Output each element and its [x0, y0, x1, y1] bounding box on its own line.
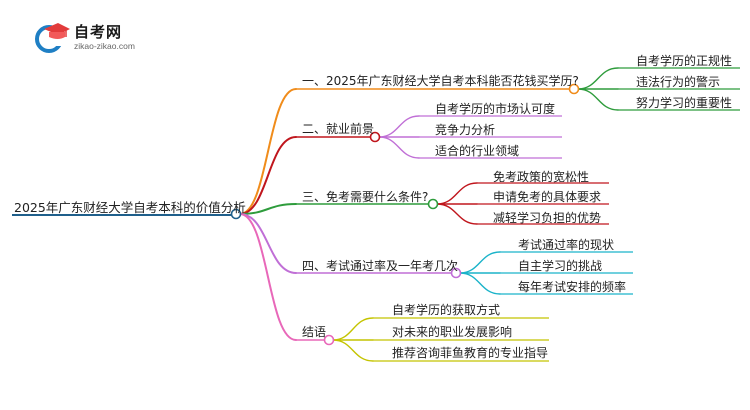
leaf-5-1[interactable]: 自考学历的获取方式 — [392, 303, 501, 317]
root-topic[interactable]: 2025年广东财经大学自考本科的价值分析 — [14, 200, 246, 215]
branch-3-label[interactable]: 三、免考需要什么条件? — [302, 190, 429, 204]
leaf-2-1[interactable]: 自考学历的市场认可度 — [435, 102, 556, 116]
root-node — [230, 208, 242, 220]
leaf-1-1[interactable]: 自考学历的正规性 — [636, 54, 733, 68]
site-logo[interactable]: 自考网 zikao-zikao.com — [34, 18, 174, 58]
branch-2-node — [369, 131, 381, 143]
leaf-3-2[interactable]: 申请免考的具体要求 — [493, 190, 602, 204]
branch-1-node — [568, 83, 580, 95]
leaf-4-2[interactable]: 自主学习的挑战 — [518, 259, 603, 273]
leaf-5-3-connector — [332, 339, 374, 362]
leaf-3-1-connector — [436, 182, 478, 205]
branch-2-label[interactable]: 二、就业前景 — [302, 122, 375, 136]
branch-4-node — [450, 267, 462, 279]
logo-url: zikao-zikao.com — [74, 41, 135, 51]
leaf-1-1-connector — [577, 67, 619, 90]
leaf-2-1-connector — [378, 115, 420, 138]
leaf-2-3-connector — [378, 136, 420, 159]
leaf-1-2[interactable]: 违法行为的警示 — [636, 75, 721, 89]
branch-1-label[interactable]: 一、2025年广东财经大学自考本科能否花钱买学历? — [302, 74, 579, 88]
graduation-cap-logo-icon — [35, 23, 70, 53]
branch-3-node — [427, 198, 439, 210]
leaf-4-3[interactable]: 每年考试安排的频率 — [518, 280, 627, 294]
branch-5-node — [323, 334, 335, 346]
leaf-5-3[interactable]: 推荐咨询菲鱼教育的专业指导 — [392, 346, 549, 360]
leaf-2-2[interactable]: 竞争力分析 — [435, 123, 496, 137]
leaf-3-1[interactable]: 免考政策的宽松性 — [493, 170, 590, 184]
leaf-5-2[interactable]: 对未来的职业发展影响 — [392, 325, 513, 339]
branch-2-connector — [239, 136, 297, 215]
leaf-3-3[interactable]: 减轻学习负担的优势 — [493, 211, 602, 225]
leaf-3-3-connector — [436, 203, 478, 225]
leaf-1-3[interactable]: 努力学习的重要性 — [636, 96, 733, 110]
branch-4-label[interactable]: 四、考试通过率及一年考几次 — [302, 259, 459, 273]
branch-5-connector — [239, 213, 297, 341]
branch-3-connector — [239, 203, 297, 215]
leaf-4-1-connector — [459, 251, 501, 274]
branch-1-connector — [239, 88, 297, 215]
leaf-1-3-connector — [577, 88, 619, 111]
leaf-5-1-connector — [332, 317, 374, 341]
branch-5-label[interactable]: 结语 — [302, 325, 327, 339]
leaf-2-3[interactable]: 适合的行业领域 — [435, 144, 520, 158]
leaf-4-1[interactable]: 考试通过率的现状 — [518, 238, 615, 252]
branch-4-connector — [239, 213, 297, 274]
leaf-4-3-connector — [459, 272, 501, 295]
logo-title: 自考网 — [74, 23, 123, 41]
